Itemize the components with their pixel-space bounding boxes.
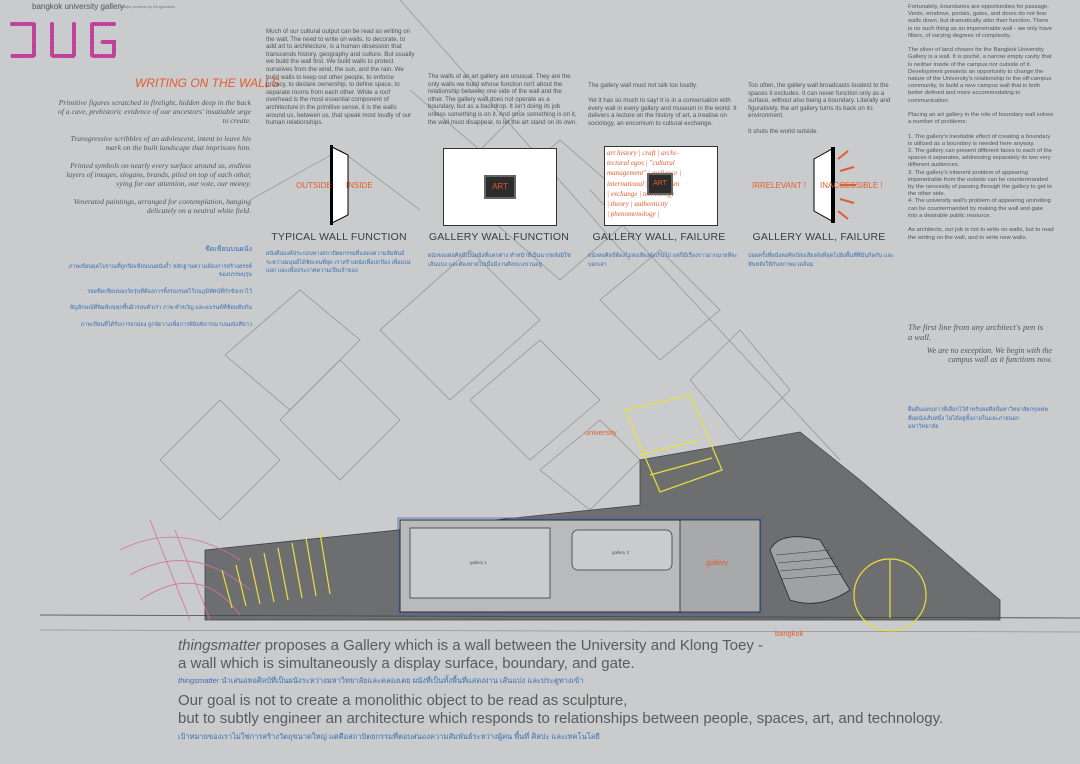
statement-thai-2: เป้าหมายของเราไม่ใช่การสร้างวัตถุขนาดใหญ… (178, 732, 600, 741)
diagram-caption-3: GALLERY WALL, FAILURE (592, 231, 726, 243)
bug-logo (10, 22, 116, 58)
word-line: art history | craft | archi- (607, 149, 679, 157)
column-thai-1: ผนังคือองค์ประกอบทางสถาปัตยกรรมที่แสดงคว… (266, 251, 411, 274)
column-thai-5: ผืนดินแคบยาวที่เลือกไว้สำหรับหอศิลป์มหาว… (908, 407, 1048, 430)
statement-thai-text: นำเสนอหอศิลป์ที่เป็นผนังระหว่างมหาวิทยาล… (219, 676, 584, 685)
art-label: ART (492, 182, 508, 191)
statement-line-1: thingsmatter proposes a Gallery which is… (178, 637, 763, 654)
word-line: international | capitalism (607, 179, 680, 188)
intro-text: Primitive figures scratched in firelight… (56, 98, 251, 215)
irrelevant-label: IRRELEVANT ! (752, 181, 806, 190)
right-quote-2: We are no exception. We begin with the c… (926, 346, 1052, 364)
column-thai-3: ผนังหอศิลป์ต้องไม่ส่งเสียงดังเกินไป แต่ก… (588, 253, 738, 268)
thai-paragraph: สัญลักษณ์ที่พิมพ์บนทุกพื้นผิวรอบตัวเรา ภ… (69, 305, 252, 311)
diagram-gallery-failure-burst: IRRELEVANT ! INACCESSIBLE ! (748, 145, 898, 235)
right-quote: The first line from any architect's pen … (908, 322, 1044, 342)
column-text-5: Fortunately, boundaries are opportunitie… (908, 4, 1054, 241)
label-room-1: gallery 1 (470, 560, 488, 565)
column-text-2: The walls of an art gallery are unusual.… (428, 73, 577, 126)
statement-thai-1: thingsmatter นำเสนอหอศิลป์ที่เป็นผนังระห… (178, 675, 583, 687)
section-heading: WRITING ON THE WALLS (135, 76, 280, 90)
diagram-caption-2: GALLERY WALL FUNCTION (428, 231, 570, 243)
thai-paragraph: ภาพเขียนยุคโบราณที่ถูกขีดเขียนบนผนังถ้ำ … (68, 263, 252, 279)
diagram-gallery-wall: ART (443, 148, 557, 226)
label-bangkok: bangkok (775, 629, 804, 638)
brand-name-thai: thingsmatter (178, 676, 220, 685)
thai-paragraph: รอยขีดเขียนของวัยรุ่นที่ต้องการทิ้งร่องร… (87, 288, 252, 295)
column-thai-2: ผนังของหอศิลป์เป็นผนังที่แตกต่าง ทำหน้าท… (428, 253, 571, 268)
word-line: management" | audience | (607, 169, 682, 178)
word-line: | exchange | technology (607, 189, 675, 198)
label-room-2: gallery 2 (612, 550, 630, 555)
inaccessible-label: INACCESSIBLE ! (820, 181, 883, 190)
intro-paragraph: Printed symbols on nearly every surface … (66, 161, 251, 188)
header-title: bangkok university gallery (32, 2, 125, 11)
word-line: | theory | authenticity (607, 200, 668, 209)
word-line: tectural egos | "cultural (607, 159, 675, 168)
diagram-caption-4: GALLERY WALL, FAILURE (752, 231, 886, 243)
art-label: ART (653, 180, 667, 187)
statement-text: proposes a Gallery which is a wall betwe… (260, 637, 764, 654)
intro-paragraph: Venerated paintings, arranged for contem… (73, 197, 251, 215)
brand-name: thingsmatter (178, 637, 261, 654)
statement-line-3: Our goal is not to create a monolithic o… (178, 692, 628, 709)
intro-paragraph: Transgressive scribbles of an adolescent… (70, 134, 251, 152)
diagram-caption-1: TYPICAL WALL FUNCTION (271, 231, 407, 243)
wall-icon (330, 145, 349, 225)
diagram-gallery-failure-words: art history | craft | archi- tectural eg… (604, 146, 718, 226)
statement-line-4: but to subtly engineer an architecture w… (178, 710, 944, 727)
thai-paragraph: ภาพเขียนที่ได้รับการยกย่อง ถูกจัดวางเพื่… (80, 321, 252, 328)
outside-label: OUTSIDE (296, 181, 332, 190)
word-line: | phenomenology | (607, 210, 660, 219)
burst-wall-icon (813, 147, 856, 223)
inside-label: INSIDE (346, 181, 373, 190)
label-university: university (585, 428, 617, 437)
label-gallery: gallery (706, 558, 729, 567)
thai-intro: ขีดเขียนบนผนัง ภาพเขียนยุคโบราณที่ถูกขีด… (62, 246, 252, 329)
column-text-1: Much of our cultural output can be read … (266, 28, 415, 127)
diagram-typical-wall: OUTSIDE INSIDE (270, 145, 410, 235)
column-thai-4: บ่อยครั้งที่ผนังหอศิลป์ส่งเสียงดังที่สุด… (748, 253, 894, 268)
artwork-frame: ART (647, 173, 673, 195)
statement-line-2: a wall which is simultaneously a display… (178, 655, 635, 672)
word-cloud: art history | craft | archi- tectural eg… (605, 147, 717, 220)
column-text-4: Too often, the gallery wall broadcasts l… (748, 82, 891, 135)
header-subtitle: wall(s) scheme by thingsmatter (120, 4, 176, 9)
intro-paragraph: Primitive figures scratched in firelight… (58, 98, 251, 125)
artwork-frame: ART (484, 175, 516, 199)
thai-heading: ขีดเขียนบนผนัง (205, 246, 252, 253)
column-text-3: The gallery wall must not talk too loudl… (588, 82, 737, 127)
